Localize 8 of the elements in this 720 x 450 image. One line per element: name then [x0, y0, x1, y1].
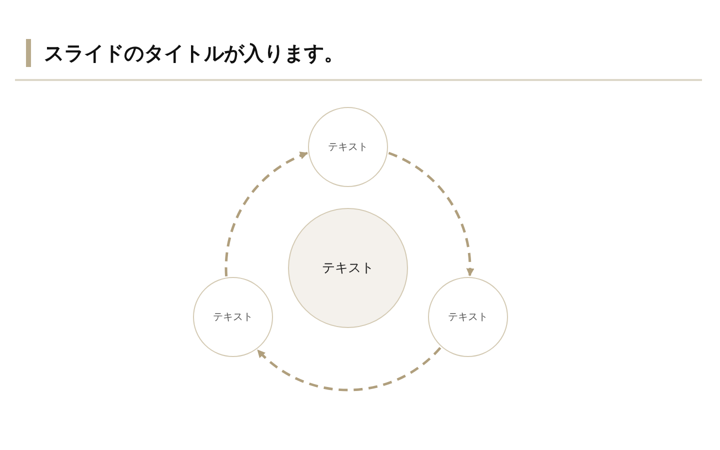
dashed-arrow	[388, 152, 474, 276]
node-label: テキスト	[322, 260, 374, 277]
node-label: テキスト	[328, 141, 368, 154]
dashed-arrow	[225, 152, 308, 276]
node-label: テキスト	[448, 311, 488, 324]
dashed-arrow	[256, 346, 442, 392]
node-label: テキスト	[213, 311, 253, 324]
slide-title: スライドのタイトルが入ります。	[44, 40, 344, 67]
